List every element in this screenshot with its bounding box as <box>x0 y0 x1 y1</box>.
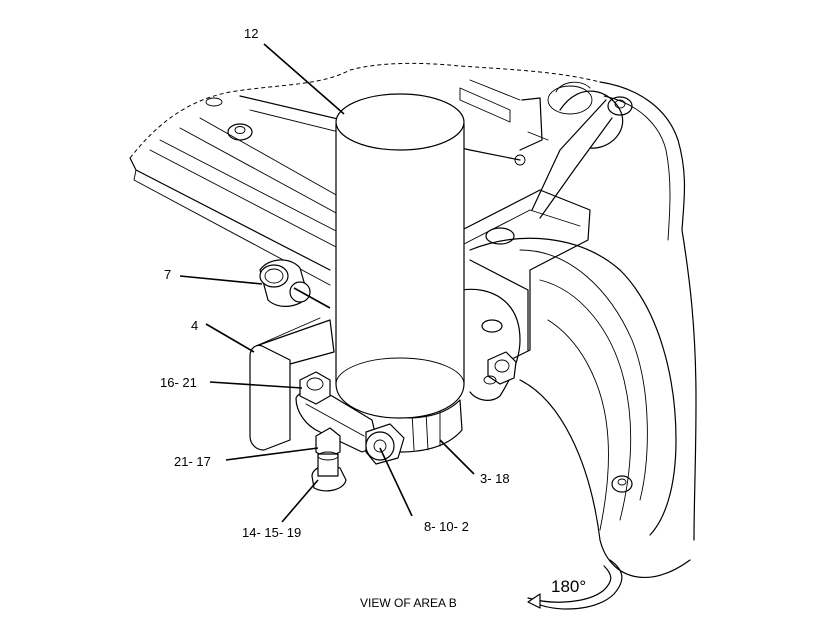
plug-part-7 <box>259 259 311 307</box>
callout-12: 12 <box>244 26 258 41</box>
rotation-label: 180° <box>551 577 586 596</box>
callout-16-21: 16- 21 <box>160 375 197 390</box>
callout-4: 4 <box>191 318 198 333</box>
callout-8-10-2: 8- 10- 2 <box>424 519 469 534</box>
engine-block <box>129 62 601 286</box>
leader-3-18 <box>439 439 475 475</box>
fitting-part-8-10-2 <box>365 423 405 465</box>
mounting-plate <box>461 189 591 401</box>
callout-7: 7 <box>164 267 171 282</box>
callout-3-18: 3- 18 <box>480 471 510 486</box>
leader-12 <box>263 43 345 115</box>
rotation-arc-inner <box>527 565 612 603</box>
leader-21-17 <box>225 447 319 461</box>
rotation-arc <box>531 559 623 610</box>
rotation-indicator: 180° <box>527 559 623 610</box>
callout-14-15-19: 14- 15- 19 <box>242 525 301 540</box>
leader-lines <box>179 43 475 523</box>
leader-16-21 <box>209 381 303 389</box>
callout-21-17: 21- 17 <box>174 454 211 469</box>
leader-8-10-2 <box>379 447 413 517</box>
callout-labels: 12 7 4 16- 21 21- 17 14- 15- 19 8- 10- 2… <box>160 26 510 540</box>
rotation-arrow-icon <box>527 593 541 609</box>
clamp-assembly <box>295 371 379 492</box>
leader-14-15-19 <box>281 479 319 523</box>
leader-4 <box>205 323 255 353</box>
leader-7 <box>179 275 263 285</box>
filter-canister-part-12 <box>335 93 465 419</box>
view-caption: VIEW OF AREA B <box>360 596 457 610</box>
bracket-part-4 <box>249 317 335 451</box>
leader-7b <box>293 287 331 309</box>
